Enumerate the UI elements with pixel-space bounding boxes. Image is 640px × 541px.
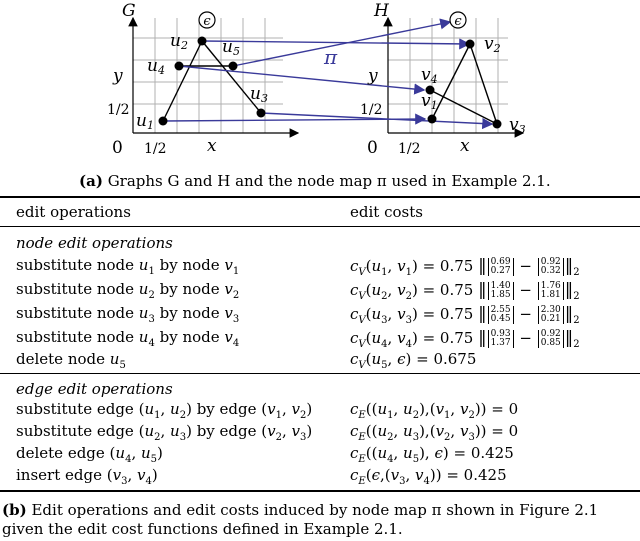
graph-h-title: H bbox=[373, 1, 390, 21]
graph-g-ylabel: y bbox=[112, 66, 123, 86]
table-row: delete node u5 cV(u5, ϵ) = 0.675 bbox=[16, 350, 477, 371]
svg-text:v3: v3 bbox=[509, 115, 526, 136]
node-u3 bbox=[256, 108, 266, 118]
node-section-label: node edit operations bbox=[16, 234, 173, 252]
svg-text:u4: u4 bbox=[147, 56, 165, 77]
graph-h-ylabel: y bbox=[367, 66, 378, 86]
caption-b-line2: given the edit cost functions defined in… bbox=[2, 520, 403, 538]
table-row: substitute node u2 by node v2 cV(u2, v2)… bbox=[16, 280, 580, 302]
graph-g-half-y: 1/2 bbox=[107, 102, 130, 118]
table-bottom-rule bbox=[0, 490, 640, 492]
caption-a: (a) Graphs G and H and the node map π us… bbox=[79, 172, 551, 191]
graph-h-origin: 0 bbox=[367, 138, 378, 158]
graph-h-edges bbox=[429, 43, 498, 125]
epsilon-h-label: ϵ bbox=[454, 14, 462, 29]
graph-g-labels: G y x 0 1/2 1/2 u1 u2 u3 u4 u5 bbox=[107, 1, 268, 158]
graph-g-nodes bbox=[158, 36, 266, 126]
table-row: substitute node u3 by node v3 cV(u3, v3)… bbox=[16, 304, 580, 326]
edge-section-label: edge edit operations bbox=[16, 380, 173, 398]
graph-g-origin: 0 bbox=[112, 138, 123, 158]
svg-text:u5: u5 bbox=[222, 37, 240, 58]
graph-h-labels: H y x 0 1/2 1/2 v1 v2 v3 v4 bbox=[360, 1, 526, 158]
table-row: insert edge (v3, v4) cE(ϵ,(v3, v4)) = 0.… bbox=[16, 466, 507, 487]
graph-h-nodes bbox=[425, 39, 502, 129]
caption-a-tag: (a) bbox=[79, 172, 103, 190]
node-u4 bbox=[174, 61, 184, 71]
graph-g-half-x: 1/2 bbox=[144, 141, 167, 157]
caption-b-line1: (b) Edit operations and edit costs induc… bbox=[2, 501, 598, 520]
table-row: substitute edge (u2, u3) by edge (v2, v3… bbox=[16, 422, 519, 443]
svg-text:v1: v1 bbox=[421, 91, 438, 112]
table-row: substitute node u4 by node v4 cV(u4, v4)… bbox=[16, 328, 580, 350]
table-top-rule bbox=[0, 196, 640, 198]
table-row: delete edge (u4, u5) cE((u4, u5), ϵ) = 0… bbox=[16, 444, 514, 465]
header-edit-operations: edit operations bbox=[16, 203, 131, 221]
graph-g-axes bbox=[128, 16, 300, 138]
graphs-figure: ϵ ϵ G y x 0 1/2 1/2 u1 u2 u3 u4 u5 H y x… bbox=[107, 1, 526, 158]
graph-g-xlabel: x bbox=[207, 136, 217, 156]
table-row: substitute node u1 by node v1 cV(u1, v1)… bbox=[16, 256, 580, 278]
caption-b-tag: (b) bbox=[2, 501, 27, 519]
caption-a-text: Graphs G and H and the node map π used i… bbox=[107, 172, 551, 190]
graph-h-axes bbox=[383, 16, 525, 138]
graph-h-grid bbox=[388, 18, 508, 133]
node-v2 bbox=[465, 39, 475, 49]
table-mid-rule bbox=[0, 373, 640, 374]
table-row: substitute edge (u1, u2) by edge (v1, v2… bbox=[16, 400, 519, 421]
svg-text:v4: v4 bbox=[421, 65, 438, 86]
graph-g-edges bbox=[162, 40, 262, 122]
node-u1 bbox=[158, 116, 168, 126]
graph-h-xlabel: x bbox=[460, 136, 470, 156]
svg-text:u1: u1 bbox=[136, 111, 154, 132]
caption-b-text: Edit operations and edit costs induced b… bbox=[31, 501, 599, 519]
svg-text:u2: u2 bbox=[170, 31, 188, 52]
table-header-rule bbox=[0, 226, 640, 227]
graph-h-half-x: 1/2 bbox=[398, 141, 421, 157]
node-v4 bbox=[425, 85, 435, 95]
map-pi-label: π bbox=[323, 45, 338, 69]
node-u2 bbox=[197, 36, 207, 46]
node-map-arrows bbox=[162, 18, 494, 130]
node-v3 bbox=[492, 119, 502, 129]
epsilon-g-label: ϵ bbox=[203, 14, 211, 29]
header-edit-costs: edit costs bbox=[350, 203, 423, 221]
graph-h-half-y: 1/2 bbox=[360, 102, 383, 118]
graph-g-title: G bbox=[122, 1, 136, 21]
node-v1 bbox=[427, 114, 437, 124]
node-u5 bbox=[228, 61, 238, 71]
epsilon-nodes: ϵ ϵ bbox=[198, 11, 467, 29]
